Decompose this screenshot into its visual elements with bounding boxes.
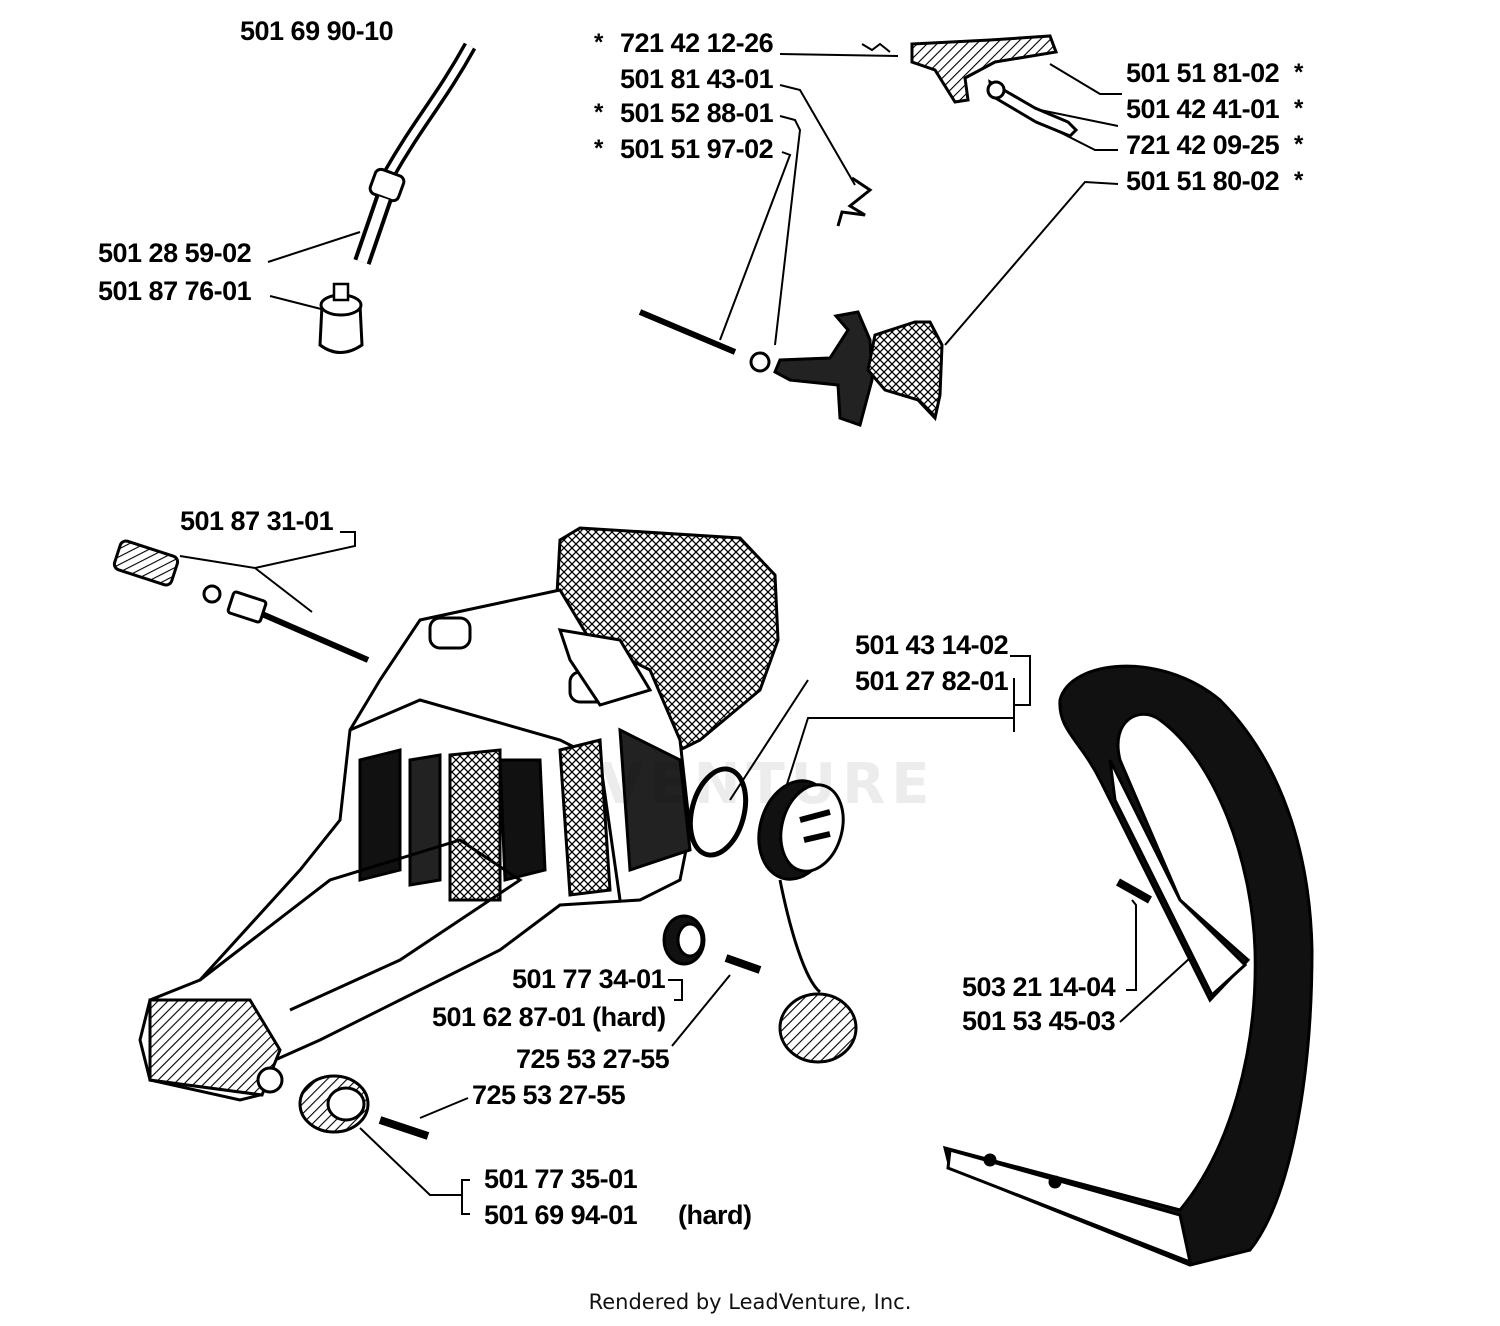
leader-p4	[779, 53, 899, 57]
part-label-p12[interactable]: 501 87 31-01	[180, 506, 334, 536]
leader-p8	[1049, 63, 1122, 95]
part-label-p10[interactable]: 721 42 09-25	[1126, 130, 1280, 160]
fuel-filter-drawing	[318, 282, 364, 354]
part-label-p6[interactable]: 501 52 88-01	[620, 98, 774, 128]
o-ring-drawing	[687, 766, 749, 858]
star-marker-p8: *	[1294, 59, 1304, 86]
part-label-p5[interactable]: 501 81 43-01	[620, 64, 774, 94]
part-label-p19[interactable]: 503 21 14-04	[962, 972, 1116, 1002]
part-label-p4[interactable]: 721 42 12-26	[620, 28, 774, 58]
part-label-p13[interactable]: 501 43 14-02	[855, 630, 1009, 660]
star-marker-p10: *	[1294, 131, 1304, 158]
star-marker-p4: *	[594, 29, 604, 56]
part-label-p1[interactable]: 501 69 90-10	[240, 16, 394, 46]
av-bushing-upper-drawing	[662, 914, 762, 974]
star-marker-p7: *	[594, 135, 604, 162]
leader-p5	[779, 84, 856, 186]
part-label-p8[interactable]: 501 51 81-02	[1126, 58, 1280, 88]
part-label-p23: (hard)	[678, 1200, 752, 1230]
front-handle-drawing	[942, 664, 1314, 1267]
crankcase-drawing	[138, 526, 780, 1102]
leader-lines	[179, 53, 1191, 1215]
part-label-p17[interactable]: 725 53 27-55	[516, 1044, 670, 1074]
part-label-p16[interactable]: 501 62 87-01 (hard)	[432, 1002, 666, 1032]
star-marker-p9: *	[1294, 95, 1304, 122]
part-label-p21[interactable]: 501 77 35-01	[484, 1164, 638, 1194]
leader-p3	[269, 295, 326, 311]
fuel-hose-drawing	[353, 42, 477, 265]
part-label-p9[interactable]: 501 42 41-01	[1126, 94, 1280, 124]
part-label-p3[interactable]: 501 87 76-01	[98, 276, 252, 306]
part-label-p15[interactable]: 501 77 34-01	[512, 964, 666, 994]
part-label-p11[interactable]: 501 51 80-02	[1126, 166, 1280, 196]
leader-p11	[944, 180, 1119, 346]
leader-p17	[671, 974, 731, 1047]
leader-p19-p20	[1119, 899, 1191, 1023]
part-label-p2[interactable]: 501 28 59-02	[98, 238, 252, 268]
star-marker-p6: *	[594, 99, 604, 126]
part-label-p20[interactable]: 501 53 45-03	[962, 1006, 1116, 1036]
part-label-p18[interactable]: 725 53 27-55	[472, 1080, 626, 1110]
part-label-p22[interactable]: 501 69 94-01	[484, 1200, 638, 1230]
leader-p6	[774, 115, 802, 346]
leader-p18	[419, 1097, 469, 1119]
throttle-trigger-drawing	[638, 309, 944, 427]
watermark: VENTURE	[600, 752, 936, 817]
oil-cap-drawing	[757, 779, 858, 1064]
part-label-p14[interactable]: 501 27 82-01	[855, 666, 1009, 696]
star-marker-p11: *	[1294, 167, 1304, 194]
leader-p9	[1039, 109, 1119, 127]
throttle-lock-drawing	[861, 34, 1079, 138]
leader-p12	[179, 531, 356, 613]
oil-pump-plunger-drawing	[112, 539, 370, 663]
leader-p13-p14	[729, 655, 1031, 801]
leader-p2	[267, 231, 361, 263]
leader-p21-p22	[359, 1127, 470, 1215]
footer-credit: Rendered by LeadVenture, Inc.	[588, 1290, 912, 1314]
spring-drawing	[836, 176, 873, 227]
av-bushing-lower-drawing	[298, 1074, 430, 1140]
leader-p7	[719, 151, 792, 341]
part-label-p7[interactable]: 501 51 97-02	[620, 134, 774, 164]
